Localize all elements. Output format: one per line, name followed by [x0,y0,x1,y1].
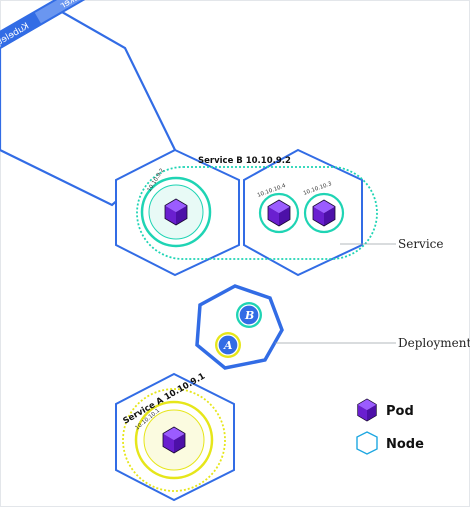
legend-pod-label: Pod [386,404,414,419]
badge-b-letter: B [244,309,254,322]
docker-tag-bg [34,0,92,24]
legend-pod-icon [357,398,377,422]
deployment: B A [195,284,284,370]
service-b-boundary [136,166,378,260]
badge-a-letter: A [223,339,233,352]
node-service-b-right [243,148,363,277]
deployment-badge-b: B [236,302,262,328]
deployment-heptagon [195,284,284,370]
legend: Pod Node [356,398,424,455]
badge-b-core [238,304,260,326]
node-service-a: Service A 10.10.9.1 10.10.10.1 [115,371,235,502]
service-b-title: Service B 10.10.9.2 [198,156,291,166]
service-callout: Service [398,237,444,251]
legend-node-label: Node [386,437,424,452]
service-a-boundary [122,388,226,492]
badge-a-core [217,334,239,356]
pod-b-1: 10.10.9.2 [140,168,212,248]
node-hexagon [243,148,363,277]
deployment-callout: Deployment [398,336,470,350]
legend-node-icon [356,431,378,455]
deployment-badge-a: A [215,332,241,358]
